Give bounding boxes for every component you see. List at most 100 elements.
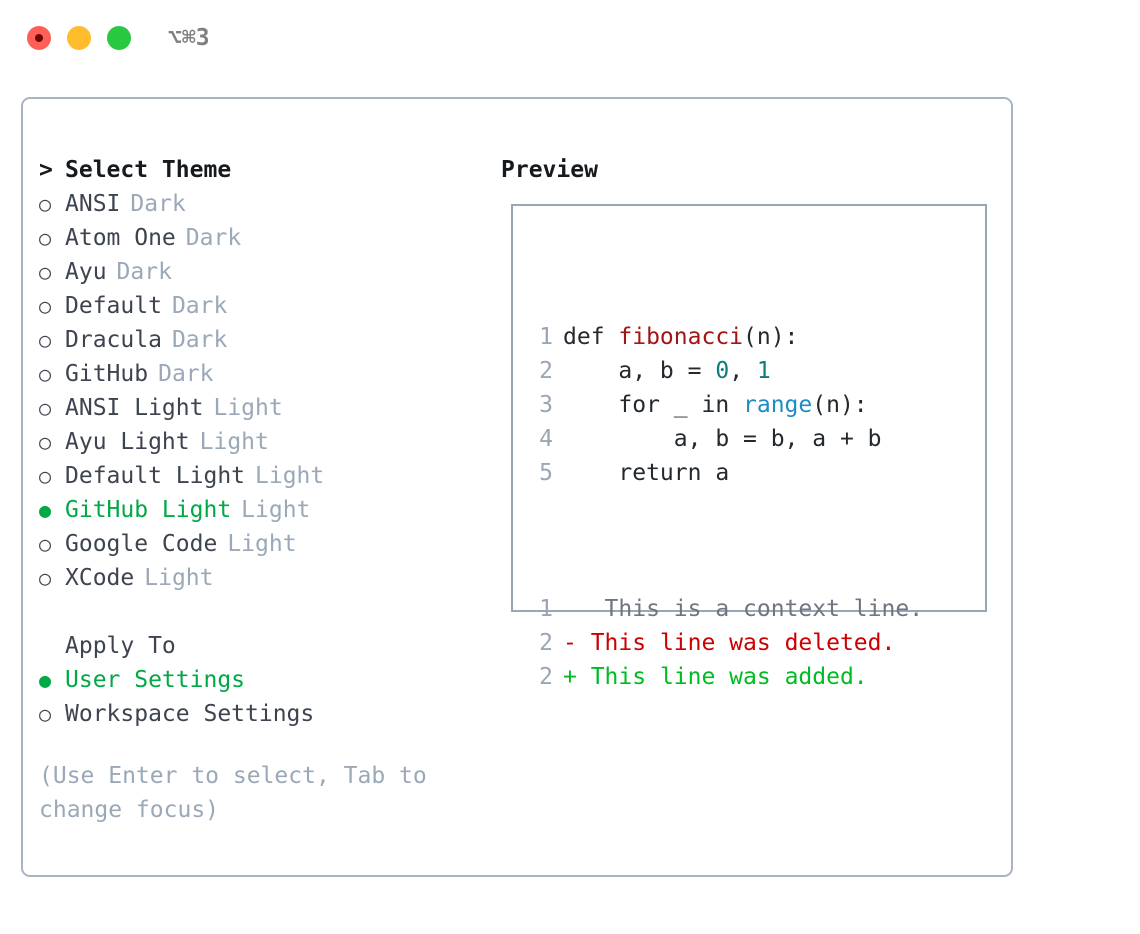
diff-sign	[563, 596, 577, 622]
radio-selected-icon[interactable]: ●	[39, 668, 52, 692]
apply-to-title: Apply To	[65, 633, 176, 659]
radio-unselected-icon[interactable]: ○	[39, 226, 52, 250]
theme-name: Ayu	[65, 259, 107, 285]
minimize-button[interactable]	[67, 26, 91, 50]
keyboard-shortcut-label: ⌥⌘3	[168, 25, 210, 51]
code-line: 5 return a	[533, 456, 923, 490]
radio-unselected-icon[interactable]: ○	[39, 566, 52, 590]
diff-line-number: 2	[539, 630, 553, 656]
theme-list-item[interactable]: ○ Default Dark	[39, 289, 479, 323]
apply-to-item[interactable]: ○ Workspace Settings	[39, 697, 479, 731]
theme-list-item[interactable]: ○ ANSI Light Light	[39, 391, 479, 425]
theme-name: ANSI	[65, 191, 121, 217]
apply-to-item[interactable]: ● User Settings	[39, 663, 479, 697]
zoom-button[interactable]	[107, 26, 131, 50]
theme-name: Google Code	[65, 531, 218, 557]
theme-name: Atom One	[65, 225, 176, 251]
line-number: 5	[539, 460, 553, 486]
radio-unselected-icon[interactable]: ○	[39, 532, 52, 556]
caret-icon: >	[39, 157, 53, 183]
apply-to-label: User Settings	[65, 667, 246, 693]
theme-list-item[interactable]: ○ ANSI Dark	[39, 187, 479, 221]
close-button[interactable]	[27, 26, 51, 50]
code-token: a, b =	[563, 358, 716, 384]
theme-name: ANSI Light	[65, 395, 204, 421]
code-token: (n):	[743, 324, 799, 350]
code-token: for _ in	[563, 392, 744, 418]
theme-list-item[interactable]: ● GitHub Light Light	[39, 493, 479, 527]
line-number: 1	[539, 324, 553, 350]
blank-marker-icon: ○	[39, 629, 65, 663]
theme-variant-tag: Light	[144, 565, 214, 591]
diff-text: This line was added.	[576, 664, 868, 690]
theme-variant-tag: Light	[241, 497, 311, 523]
preview-heading: Preview	[501, 157, 598, 183]
code-token: (n):	[812, 392, 868, 418]
diff-line: 2 + This line was added.	[533, 660, 923, 694]
theme-variant-tag: Light	[199, 429, 269, 455]
code-token: fibonacci	[618, 324, 744, 350]
theme-list-item[interactable]: ○ Default Light Light	[39, 459, 479, 493]
code-line: 1 def fibonacci(n):	[533, 320, 923, 354]
code-line: 4 a, b = b, a + b	[533, 422, 923, 456]
apply-to-list: ● User Settings ○ Workspace Settings	[39, 663, 479, 731]
theme-name: GitHub Light	[65, 497, 232, 523]
theme-variant-tag: Light	[255, 463, 325, 489]
radio-unselected-icon[interactable]: ○	[39, 328, 52, 352]
code-token: 0	[715, 358, 730, 384]
code-token: def	[563, 324, 619, 350]
code-token: 1	[756, 358, 771, 384]
radio-unselected-icon[interactable]: ○	[39, 362, 52, 386]
diff-text: This line was deleted.	[576, 630, 896, 656]
theme-list-item[interactable]: ○ Ayu Light Light	[39, 425, 479, 459]
line-number: 4	[539, 426, 553, 452]
preview-column: Preview	[501, 153, 991, 207]
radio-unselected-icon[interactable]: ○	[39, 396, 52, 420]
theme-name: Default	[65, 293, 162, 319]
diff-line-number: 2	[539, 664, 553, 690]
radio-unselected-icon[interactable]: ○	[39, 430, 52, 454]
theme-name: XCode	[65, 565, 135, 591]
theme-variant-tag: Dark	[171, 327, 228, 353]
code-token: range	[743, 392, 813, 418]
help-text: (Use Enter to select, Tab to change focu…	[39, 763, 427, 823]
code-line: 3 for _ in range(n):	[533, 388, 923, 422]
theme-name: Ayu Light	[65, 429, 190, 455]
diff-block: 1 This is a context line.2- This line wa…	[533, 592, 923, 694]
code-token: return a	[563, 460, 730, 486]
radio-selected-icon[interactable]: ●	[39, 498, 52, 522]
theme-list-item[interactable]: ○ Ayu Dark	[39, 255, 479, 289]
diff-sign: +	[563, 664, 577, 690]
code-token: a, b = b, a + b	[563, 426, 882, 452]
diff-sign: -	[563, 630, 577, 656]
theme-variant-tag: Dark	[130, 191, 186, 217]
code-line: 2 a, b = 0, 1	[533, 354, 923, 388]
radio-unselected-icon[interactable]: ○	[39, 702, 52, 726]
radio-unselected-icon[interactable]: ○	[39, 464, 52, 488]
apply-to-label: Workspace Settings	[65, 701, 315, 727]
apply-to-title-row: ○ Apply To	[39, 629, 479, 663]
page-title: Select Theme	[65, 157, 232, 183]
theme-name: Default Light	[65, 463, 246, 489]
radio-unselected-icon[interactable]: ○	[39, 192, 52, 216]
radio-unselected-icon[interactable]: ○	[39, 294, 52, 318]
theme-variant-tag: Dark	[171, 293, 228, 319]
theme-variant-tag: Dark	[116, 259, 172, 285]
radio-unselected-icon[interactable]: ○	[39, 260, 52, 284]
list-gap	[39, 595, 479, 629]
theme-variant-tag: Light	[213, 395, 283, 421]
line-number: 2	[539, 358, 553, 384]
diff-text: This is a context line.	[576, 596, 924, 622]
theme-list-item[interactable]: ○ XCode Light	[39, 561, 479, 595]
code-token: ,	[729, 358, 757, 384]
